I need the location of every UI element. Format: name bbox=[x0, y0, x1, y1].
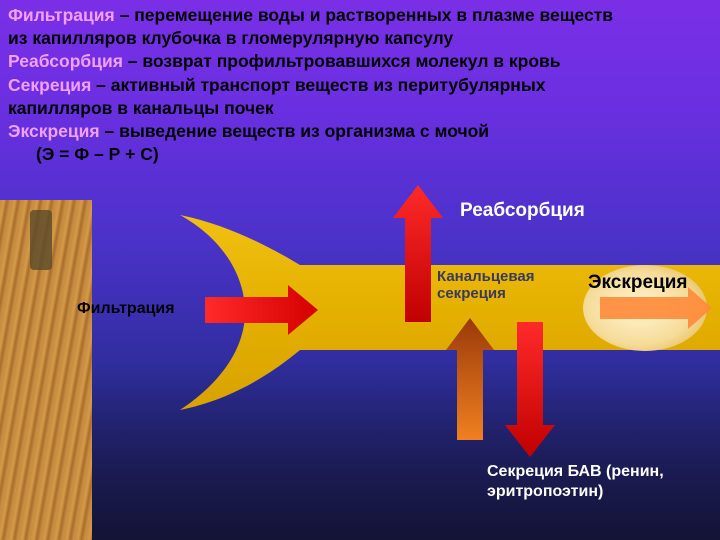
tubular-secretion-arrow bbox=[446, 318, 494, 440]
formula: (Э = Ф – Р + С) bbox=[36, 144, 159, 165]
bav-secretion-arrow bbox=[505, 322, 555, 457]
bav-secretion-label: Секреция БАВ (ренин, эритропоэтин) bbox=[487, 463, 664, 500]
tubular-secretion-label: Канальцевая секреция bbox=[437, 268, 535, 302]
glomerular-capsule bbox=[180, 215, 720, 410]
definitions-block: Фильтрация – перемещение воды и растворе… bbox=[8, 4, 718, 166]
reabsorption-label: Реабсорбция bbox=[460, 200, 585, 221]
definition-line-6: Экскреция – выведение веществ из организ… bbox=[8, 121, 490, 142]
definition-line-3: Реабсорбция – возврат профильтровавшихся… bbox=[8, 51, 561, 72]
reabsorption-arrow bbox=[393, 185, 443, 322]
definition-line-2: из капилляров клубочка в гломерулярную к… bbox=[8, 28, 454, 49]
excretion-label: Экскреция bbox=[588, 272, 688, 293]
filtration-label: Фильтрация bbox=[77, 300, 175, 317]
key-shape bbox=[30, 210, 52, 270]
definition-line-1: Фильтрация – перемещение воды и растворе… bbox=[8, 5, 614, 25]
excretion-arrow bbox=[600, 287, 712, 329]
dark-gradient-overlay bbox=[92, 360, 720, 540]
definition-line-5: капилляров в канальцы почек bbox=[8, 97, 274, 118]
wood-photo-background bbox=[0, 200, 92, 540]
definition-line-4: Секреция – активный транспорт веществ из… bbox=[8, 74, 546, 95]
filtration-arrow bbox=[205, 285, 318, 335]
